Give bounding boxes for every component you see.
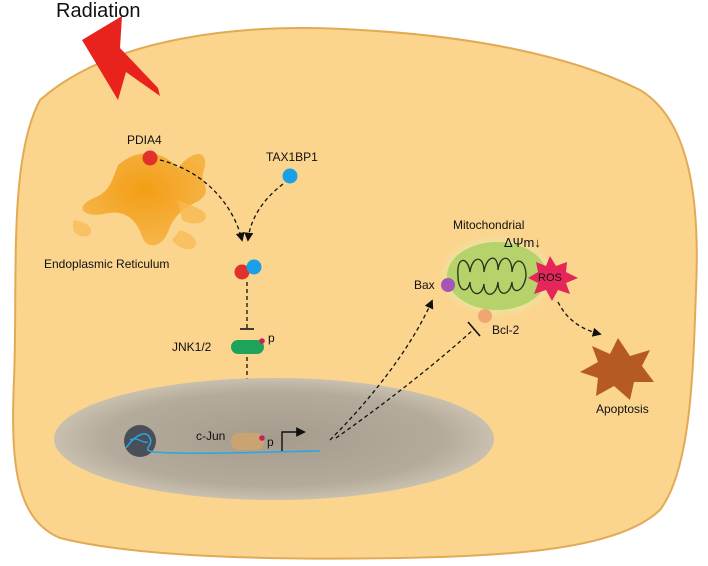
ros-burst-icon [528,256,578,301]
mitochondrion-cristae [457,257,527,295]
cjun-protein [231,433,264,450]
dna-strand [125,433,321,455]
mitochondrion [447,242,547,310]
membrane-potential-label: ΔΨm↓ [504,235,541,250]
endoplasmic-reticulum-icon [72,153,206,250]
tax1bp1-label: TAX1BP1 [266,150,318,164]
ros-to-apoptosis-arrow [557,301,602,337]
tax1bp1-node [282,168,298,184]
bcl2-label: Bcl-2 [492,323,520,337]
jnk-protein [231,340,264,354]
bcl2-node [478,309,492,323]
apoptosis-burst-icon [580,338,654,400]
apoptosis-label: Apoptosis [596,402,649,416]
bcl2-inhibition-bar [467,321,481,337]
to-bax-arrow [329,299,434,441]
radiation-bolt-icon [82,16,160,100]
jnk-phospho-label: p [268,331,275,345]
cjun-phospho-dot [259,435,265,441]
bax-label: Bax [414,278,435,292]
dna-strand-inner [129,438,149,443]
tax1bp1-to-complex-arrow [244,183,284,242]
bax-node [441,278,455,292]
jnk-label: JNK1/2 [172,340,212,354]
nucleus [54,378,494,500]
er-label: Endoplasmic Reticulum [44,257,169,271]
ros-label: ROS [538,272,562,284]
complex-tax1bp1-dot [246,259,262,275]
to-bcl2-inhibition [335,328,475,439]
pdia4-label: PDIA4 [127,133,162,147]
transcription-start-arrow [281,427,306,451]
pdia4-node [142,150,158,166]
cjun-phospho-label: p [267,435,274,449]
cjun-label: c-Jun [196,429,225,443]
complex-pdia4-dot [234,264,250,280]
pdia4-to-complex-arrow [159,159,245,242]
radiation-title: Radiation [56,0,141,22]
mitochondrial-label: Mitochondrial [453,218,524,232]
jnk-phospho-dot [259,338,265,344]
